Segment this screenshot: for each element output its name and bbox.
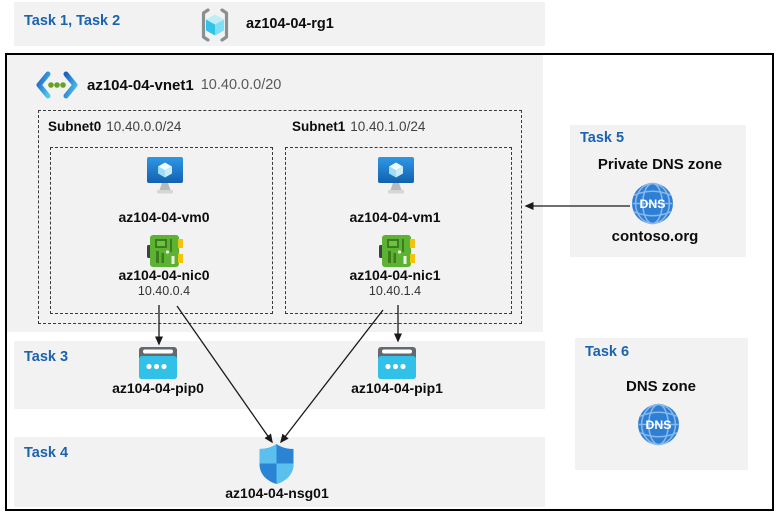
virtual-machine-icon: [146, 157, 184, 197]
vm1-label: az104-04-vm1: [349, 209, 441, 225]
task5-heading: Task 5: [580, 130, 625, 146]
nic1-ip: 10.40.1.4: [368, 284, 422, 298]
task6-heading: Task 6: [585, 344, 630, 360]
task4-heading: Task 4: [24, 445, 69, 461]
virtual-machine-icon: [377, 157, 415, 197]
nsg-label: az104-04-nsg01: [225, 485, 329, 501]
subnet1-cidr: 10.40.1.0/24: [350, 119, 426, 134]
task1-2-heading: Task 1, Task 2: [24, 13, 121, 29]
dns-zone-icon: DNS: [631, 182, 674, 225]
resource-group-name: az104-04-rg1: [246, 16, 334, 32]
task3-band: [14, 341, 545, 409]
task3-heading: Task 3: [24, 349, 69, 365]
vnet-header: az104-04-vnet1 10.40.0.0/20: [34, 68, 281, 102]
dns-icon-text: DNS: [640, 197, 666, 211]
virtual-network-icon: [34, 70, 80, 100]
subnet0-name: Subnet0: [48, 119, 102, 134]
dns-icon-text: DNS: [646, 418, 672, 432]
lab-boundary-rect: [5, 53, 774, 511]
subnet0-cidr: 10.40.0.0/24: [106, 119, 182, 134]
task6-box: [575, 338, 748, 470]
private-dns-zone-title: Private DNS zone: [597, 156, 723, 173]
nic0-ip: 10.40.0.4: [137, 284, 191, 298]
public-ip-icon: [139, 347, 177, 379]
pip0-label: az104-04-pip0: [112, 380, 204, 396]
subnet0-dashed-box: [50, 147, 273, 314]
nic0-label: az104-04-nic0: [118, 267, 210, 283]
subnet1-name: Subnet1: [292, 119, 346, 134]
nsg-shield-icon: [258, 444, 295, 484]
vm0-label: az104-04-vm0: [118, 209, 210, 225]
pip1-label: az104-04-pip1: [351, 380, 443, 396]
public-ip-icon: [378, 347, 416, 379]
subnet1-header: Subnet1 10.40.1.0/24: [292, 119, 425, 134]
resource-group-icon: [196, 7, 234, 43]
subnet0-header: Subnet0 10.40.0.0/24: [48, 119, 181, 134]
task1-2-band: [14, 2, 545, 46]
network-interface-icon: [379, 234, 415, 268]
vnet-name: az104-04-vnet1: [87, 76, 194, 94]
private-dns-zone-name: contoso.org: [611, 228, 699, 245]
vnet-region: [7, 55, 543, 332]
network-interface-icon: [147, 234, 183, 268]
dns-zone-title: DNS zone: [625, 378, 697, 395]
subnets-dashed-box: [38, 110, 522, 324]
vnet-cidr: 10.40.0.0/20: [200, 77, 282, 93]
nic1-label: az104-04-nic1: [349, 267, 441, 283]
dns-zone-icon: DNS: [637, 403, 680, 446]
